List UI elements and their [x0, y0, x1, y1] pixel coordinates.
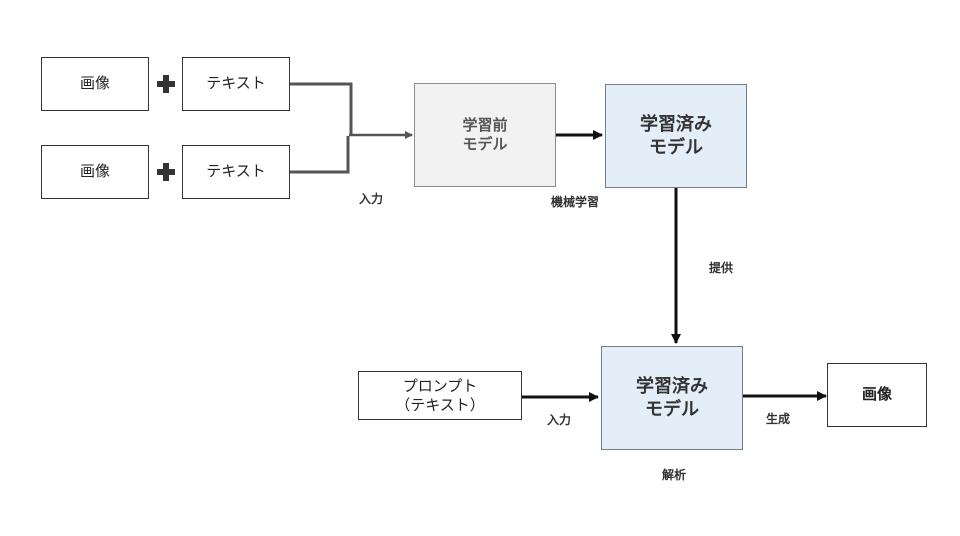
- image-box-2: 画像: [41, 145, 149, 199]
- connector-pair1: [289, 82, 353, 134]
- trained-model-box-top: 学習済み モデル: [605, 84, 747, 188]
- prompt-line2: （テキスト）: [395, 395, 485, 414]
- input-label-inference: 入力: [547, 413, 572, 427]
- text-box-2-label: テキスト: [206, 162, 266, 181]
- pretrained-model-line2: モデル: [462, 135, 508, 153]
- analysis-label: 解析: [662, 468, 687, 482]
- pretrained-model-line1: 学習前: [462, 115, 508, 134]
- provide-label: 提供: [709, 261, 734, 275]
- generate-label: 生成: [766, 412, 791, 426]
- image-box-2-label: 画像: [79, 162, 110, 181]
- plus-icon: [157, 75, 175, 93]
- text-box-2: テキスト: [182, 145, 290, 199]
- text-box-1: テキスト: [182, 57, 290, 111]
- pretrained-model-box: 学習前 モデル: [414, 83, 556, 187]
- text-box-1-label: テキスト: [206, 74, 266, 93]
- connector-pair2: [289, 136, 350, 174]
- image-box-1: 画像: [41, 57, 149, 111]
- prompt-box: プロンプト （テキスト）: [358, 371, 522, 420]
- output-image-box: 画像: [827, 363, 927, 427]
- trained-model-bottom-line1: 学習済み: [636, 375, 708, 397]
- input-label-training: 入力: [359, 192, 384, 206]
- trained-model-top-line1: 学習済み: [640, 113, 712, 135]
- trained-model-box-bottom: 学習済み モデル: [601, 346, 743, 450]
- trained-model-bottom-line2: モデル: [645, 399, 699, 420]
- machine-learning-label: 機械学習: [551, 195, 600, 209]
- output-image-label: 画像: [861, 385, 892, 404]
- prompt-line1: プロンプト: [402, 376, 478, 395]
- trained-model-top-line2: モデル: [649, 137, 703, 158]
- image-box-1-label: 画像: [79, 74, 110, 93]
- plus-icon: [157, 163, 175, 181]
